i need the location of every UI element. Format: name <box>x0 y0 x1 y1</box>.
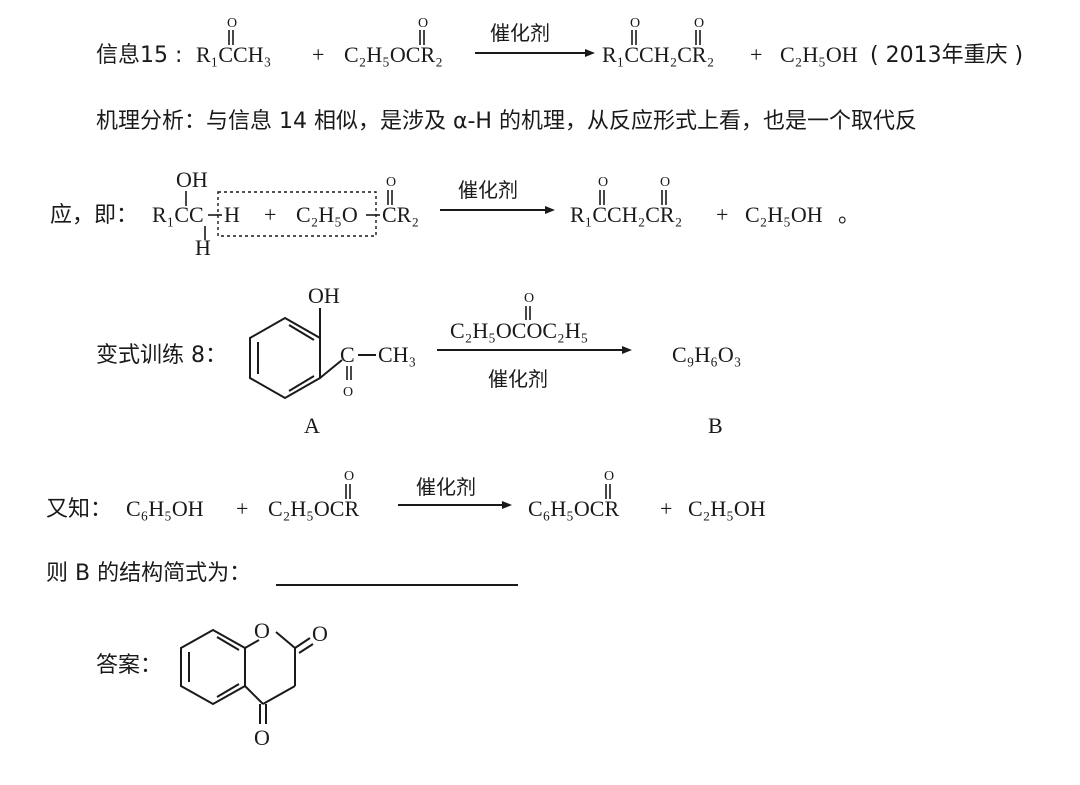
known-product-ester: C₆H₅OCR <box>528 496 619 521</box>
known-product-o: O <box>604 469 614 484</box>
info15-product1-o1: O <box>630 16 640 31</box>
compound-a-ring-c-bond <box>319 359 343 379</box>
info15-reactant2-o: O <box>418 16 428 31</box>
compound-a-aromatic-bond-2 <box>288 375 315 392</box>
known-ester-o: O <box>344 469 354 484</box>
mechanism-dashed-box <box>217 191 377 237</box>
known-label: 又知： <box>46 497 112 522</box>
info15-title: 信息15 : <box>96 43 182 68</box>
compound-a-label: A <box>304 413 320 438</box>
compound-a-benzene-ring <box>249 316 321 400</box>
exercise8-reagent: C₂H₅OCOC₂H₅ <box>450 318 588 343</box>
info15-product2: C₂H₅OH <box>780 42 858 67</box>
mechanism-plus2: + <box>716 202 728 227</box>
answer-c4-ring-bond <box>244 685 264 705</box>
answer-ketone-o: O <box>254 725 270 750</box>
mechanism-product-o2: O <box>660 175 670 190</box>
mechanism-oh: OH <box>176 167 208 192</box>
mechanism-line1: 机理分析：与信息 14 相似，是涉及 α-H 的机理，从反应形式上看，也是一个取… <box>96 109 917 134</box>
answer-aromatic-bond-2 <box>216 683 240 698</box>
answer-lactone-co-bond-2 <box>298 643 314 654</box>
answer-ring-o: O <box>254 618 270 643</box>
mechanism-plus1: + <box>264 202 276 227</box>
mechanism-product-o1: O <box>598 175 608 190</box>
exercise8-catalyst: 催化剂 <box>488 367 548 391</box>
answer-ring-c-o-bond <box>244 639 260 649</box>
info15-section: 信息15 : R₁CCH₃ O + C₂H₅OCR₂ O 催化剂 R₁CCH₂C… <box>96 16 1023 68</box>
compound-a-oh: OH <box>308 283 340 308</box>
known-plus1: + <box>236 496 248 521</box>
mechanism-catalyst: 催化剂 <box>458 178 518 202</box>
answer-chromanone-structure: O O O <box>180 618 328 750</box>
info15-reactant1-o: O <box>227 16 237 31</box>
exercise8-label: 变式训练 8： <box>96 343 227 368</box>
mechanism-h-right: H <box>224 202 240 227</box>
mechanism-arrowhead <box>545 206 555 214</box>
info15-product1: R₁CCH₂CR₂ <box>602 42 714 67</box>
info15-arrowhead <box>585 49 595 57</box>
info15-plus1: + <box>312 42 324 67</box>
mechanism-r1cc: R₁CC <box>152 202 204 227</box>
known-phenol: C₆H₅OH <box>126 496 204 521</box>
mechanism-cr2: CR₂ <box>382 202 419 227</box>
compound-b-label: B <box>708 413 723 438</box>
exercise8-reagent-o: O <box>524 291 534 306</box>
known-section: 又知： C₆H₅OH + C₂H₅OCR O 催化剂 C₆H₅OCR O + C… <box>46 469 766 522</box>
known-arrowhead <box>502 501 512 509</box>
answer-lactone-co-bond <box>294 637 311 649</box>
known-catalyst: 催化剂 <box>416 475 476 499</box>
known-plus2: + <box>660 496 672 521</box>
mechanism-cr2-o: O <box>386 175 396 190</box>
info15-product1-o2: O <box>694 16 704 31</box>
answer-benzene-ring <box>180 628 246 706</box>
answer-section: 答案： O O O <box>96 618 328 750</box>
info15-plus2: + <box>750 42 762 67</box>
answer-label: 答案： <box>96 653 162 678</box>
known-ester: C₂H₅OCR <box>268 496 359 521</box>
info15-source: ( 2013年重庆 ) <box>870 43 1023 68</box>
mechanism-end: 。 <box>838 203 860 228</box>
compound-a-aromatic-bond-3 <box>288 324 315 341</box>
answer-aromatic-bond-3 <box>216 636 240 651</box>
compound-a-structure: OH C CH₃ O <box>249 283 416 400</box>
mechanism-c2h5o: C₂H₅O <box>296 202 358 227</box>
mechanism-ethanol: C₂H₅OH <box>745 202 823 227</box>
mechanism-h-bottom: H <box>195 235 211 260</box>
exercise8-arrowhead <box>622 346 632 354</box>
question-text: 则 B 的结构简式为： <box>46 561 251 586</box>
mechanism-prefix: 应，即： <box>50 203 138 228</box>
answer-exo-o: O <box>312 621 328 646</box>
mechanism-product: R₁CCH₂CR₂ <box>570 202 682 227</box>
info15-reactant1: R₁CCH₃ <box>196 42 271 67</box>
question-section: 则 B 的结构简式为： <box>46 561 518 586</box>
answer-c3-c4-bond <box>262 685 296 705</box>
compound-a-carbonyl-c: C <box>340 342 355 367</box>
mechanism-section: 机理分析：与信息 14 相似，是涉及 α-H 的机理，从反应形式上看，也是一个取… <box>50 109 917 260</box>
info15-reactant2: C₂H₅OCR₂ <box>344 42 443 67</box>
exercise8-section: 变式训练 8： OH C CH₃ O A C₂H₅OCOC₂H₅ O 催化剂 C… <box>96 283 741 438</box>
compound-a-ch3: CH₃ <box>378 342 416 367</box>
exercise8-product: C₉H₆O₃ <box>672 342 741 367</box>
known-ethanol: C₂H₅OH <box>688 496 766 521</box>
compound-a-carbonyl-o: O <box>343 385 353 400</box>
info15-catalyst: 催化剂 <box>490 21 550 45</box>
answer-o-c2-bond <box>275 631 296 649</box>
